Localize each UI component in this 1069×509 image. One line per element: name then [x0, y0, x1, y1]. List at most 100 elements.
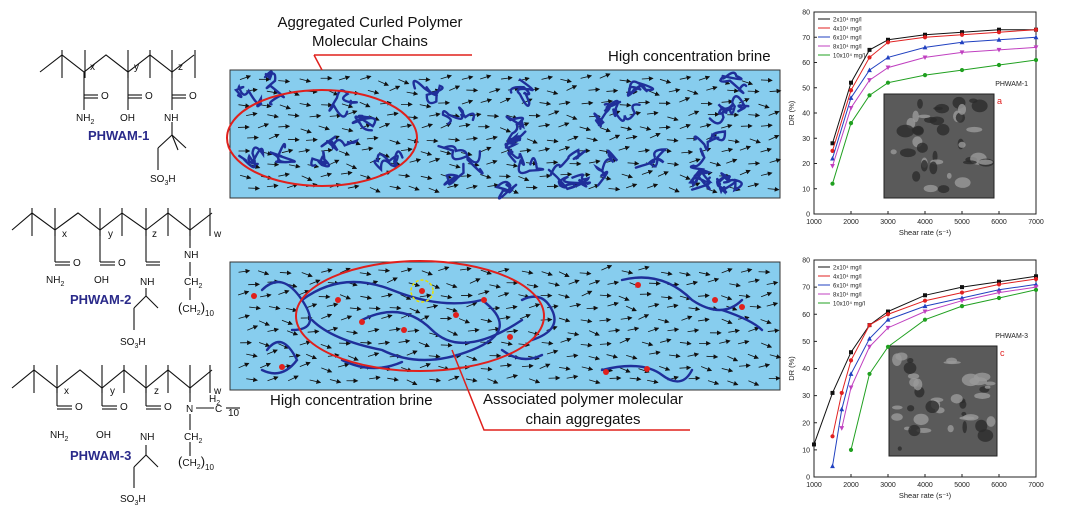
- series-line: [832, 36, 1037, 159]
- flow-arrow: [359, 101, 371, 108]
- flow-arrow: [707, 277, 720, 283]
- flow-arrow: [666, 138, 679, 143]
- polymer-chain: [547, 168, 592, 191]
- flow-arrow: [440, 294, 453, 300]
- legend-entry: 4x10⁴ mg/l: [833, 274, 862, 281]
- sem-texture: [925, 400, 940, 414]
- flow-arrow: [268, 305, 281, 311]
- flow-arrow: [340, 170, 353, 176]
- flow-arrow: [446, 307, 458, 313]
- p2-z-label: z: [152, 229, 157, 240]
- flow-arrow: [647, 327, 660, 333]
- association-point: [419, 288, 425, 294]
- flow-arrow: [285, 307, 298, 313]
- flow-arrow: [528, 303, 541, 309]
- p3-ch2: CH2: [184, 432, 202, 445]
- flow-arrow: [698, 75, 711, 81]
- flow-arrow: [279, 104, 291, 110]
- x-tick-label: 2000: [843, 219, 859, 226]
- data-point: [867, 344, 872, 350]
- sem-texture: [917, 98, 923, 109]
- polymer-chain: [500, 348, 544, 361]
- data-point: [885, 80, 891, 85]
- p1-o1: O: [101, 91, 109, 102]
- flow-arrow: [769, 354, 782, 359]
- flow-arrow: [581, 100, 594, 106]
- y-tick-label: 40: [802, 111, 810, 118]
- flow-arrow: [638, 265, 650, 271]
- polymer-chain: [688, 168, 711, 191]
- p2-y-label: y: [108, 229, 113, 240]
- legend-entry: 10x10⁴ mg/l: [833, 301, 865, 308]
- data-point: [812, 442, 816, 447]
- sem-texture: [946, 172, 952, 179]
- p3-o2: O: [120, 402, 128, 413]
- legend-entry: 8x10⁴ mg/l: [833, 292, 862, 299]
- flow-arrow: [306, 137, 318, 143]
- flow-arrow: [320, 343, 332, 349]
- p3-nh: NH: [140, 432, 154, 443]
- data-point: [867, 47, 872, 52]
- association-point: [739, 304, 745, 310]
- flow-arrow: [625, 134, 638, 140]
- data-point: [1033, 45, 1039, 50]
- flow-arrow: [409, 158, 422, 163]
- polymer-chain: [360, 310, 524, 345]
- p3-so3h: SO3H: [120, 494, 146, 507]
- flow-arrow: [247, 325, 259, 331]
- p3-x-label: x: [64, 386, 69, 397]
- flow-arrow: [706, 354, 719, 360]
- flow-arrow: [748, 326, 760, 332]
- flow-arrow: [688, 110, 700, 116]
- sem-texture: [937, 185, 950, 194]
- flow-arrow: [540, 317, 553, 323]
- data-point: [867, 55, 872, 60]
- flow-arrow: [660, 338, 672, 343]
- flow-arrow: [699, 123, 712, 128]
- sem-texture: [977, 429, 994, 442]
- p2-x-label: x: [62, 229, 67, 240]
- data-point: [848, 95, 854, 100]
- y-tick-label: 50: [802, 85, 810, 92]
- flow-arrow: [768, 110, 780, 116]
- flow-arrow: [480, 74, 492, 80]
- p1-so3h: SO3H: [150, 174, 176, 187]
- flow-arrow: [599, 73, 611, 79]
- flow-arrow: [389, 85, 401, 92]
- polymer-chain: [626, 80, 655, 97]
- p2-w-label: w: [213, 229, 222, 240]
- flow-arrow: [698, 317, 710, 323]
- data-point: [922, 303, 928, 309]
- sem-texture: [912, 110, 919, 123]
- flow-arrow: [721, 123, 733, 129]
- data-point: [959, 50, 965, 55]
- flow-arrow: [667, 116, 679, 122]
- polymer-chain: [689, 147, 713, 184]
- flow-arrow: [641, 341, 654, 347]
- flow-arrow: [588, 330, 600, 336]
- flow-arrow: [407, 328, 420, 334]
- p2-nh2: NH2: [46, 275, 64, 288]
- flow-arrow: [766, 280, 779, 286]
- p2-o1: O: [73, 258, 81, 269]
- flow-arrow: [607, 301, 619, 307]
- flow-arrow: [668, 353, 681, 359]
- inset-label: PHWAM-1: [995, 81, 1028, 88]
- p1-z-label: z: [178, 62, 183, 73]
- flow-arrow: [259, 103, 272, 109]
- flow-arrow: [629, 376, 642, 382]
- flow-arrow: [679, 295, 692, 301]
- flow-arrow: [568, 279, 580, 285]
- flow-arrow: [679, 75, 692, 81]
- flow-arrow: [689, 182, 701, 188]
- polymer-chain: [593, 102, 611, 128]
- sem-texture: [932, 150, 938, 162]
- flow-arrow: [619, 338, 631, 344]
- flow-arrow: [700, 101, 713, 107]
- flow-arrow: [658, 125, 671, 130]
- flow-arrow: [309, 279, 321, 285]
- p3-y-label: y: [110, 386, 115, 397]
- polymer-chain: [310, 150, 331, 168]
- series-line: [832, 29, 1036, 144]
- x-tick-label: 1000: [806, 482, 822, 489]
